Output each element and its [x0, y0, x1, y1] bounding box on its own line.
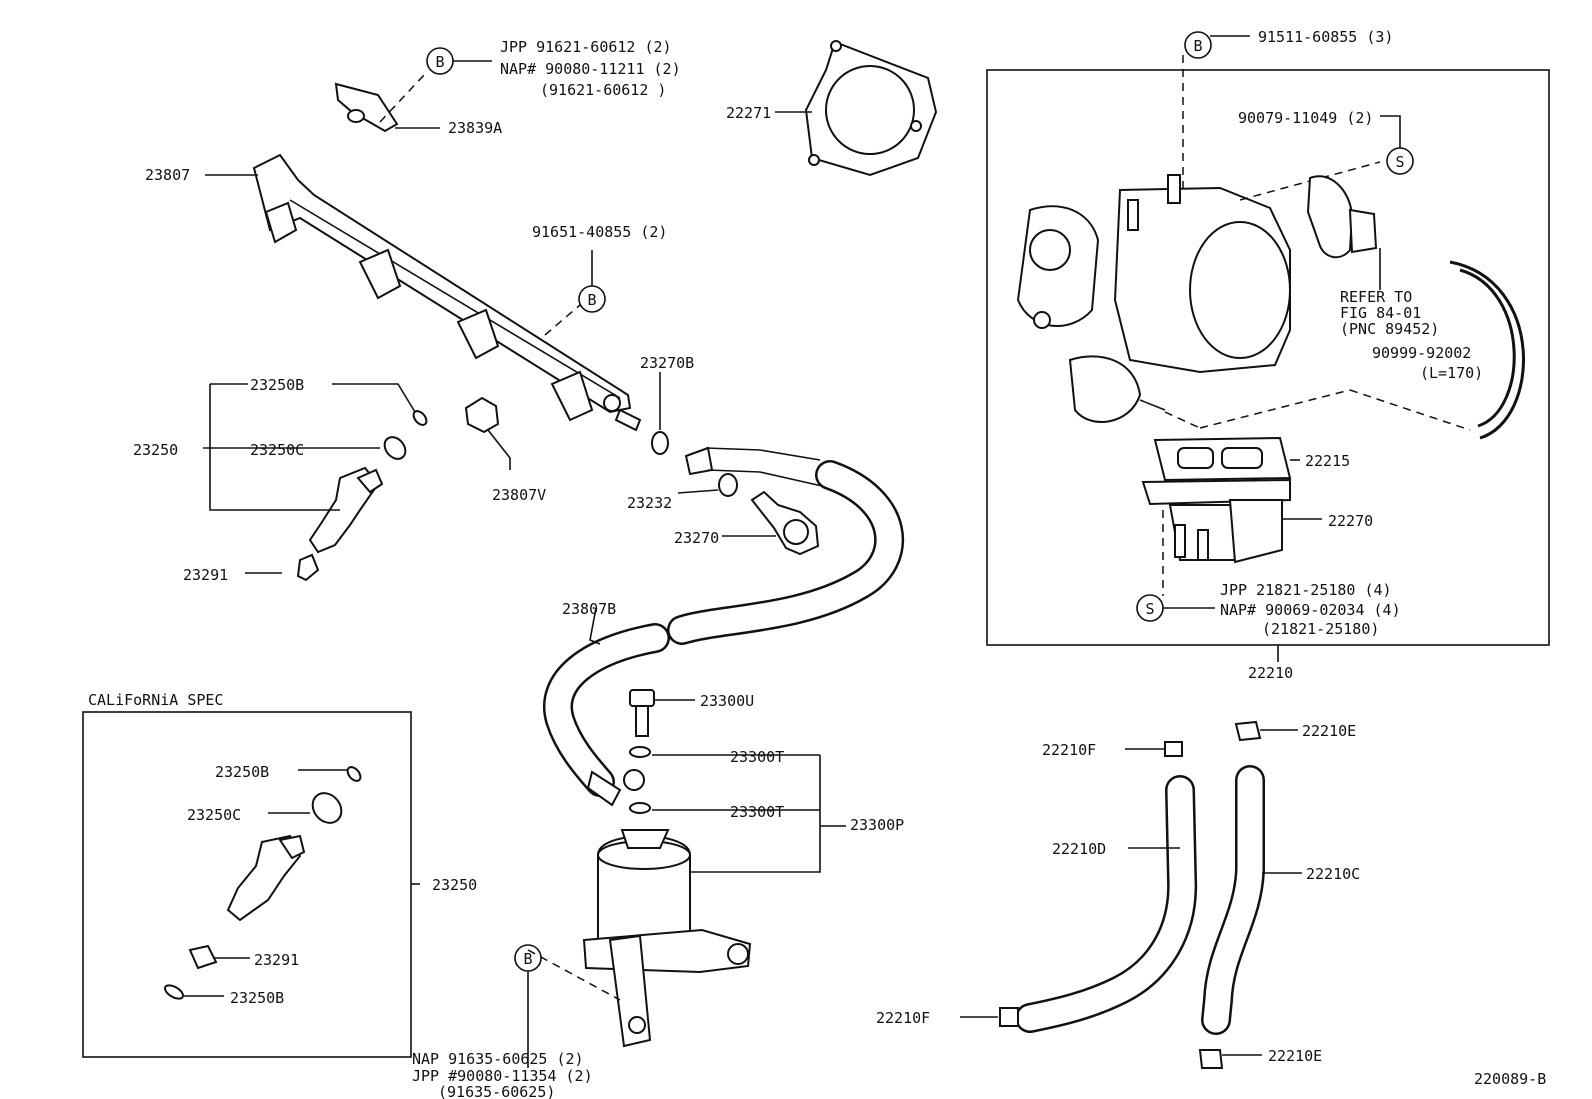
label-23300u: 23300U	[700, 692, 754, 710]
svg-text:S: S	[1145, 600, 1154, 618]
union-bolt-23300u	[629, 689, 655, 737]
label-b-bot-jpp: JPP #90080-11354 (2)	[412, 1067, 593, 1085]
label-23270b: 23270B	[640, 354, 694, 372]
callout-b-filter: B	[514, 944, 542, 972]
throttle-body-22210	[1016, 174, 1291, 423]
label-b-bot-nap: NAP 91635-60625 (2)	[412, 1050, 584, 1068]
gasket-23300t-lower	[629, 802, 651, 814]
label-23291-top: 23291	[183, 566, 228, 584]
label-b-top-nap: NAP# 90080-11211 (2)	[500, 60, 681, 78]
label-23250-top: 23250	[133, 441, 178, 459]
label-22210: 22210	[1248, 664, 1293, 682]
label-22210f-lower: 22210F	[876, 1009, 930, 1027]
label-22270: 22270	[1328, 512, 1373, 530]
label-91651: 91651-40855 (2)	[532, 223, 667, 241]
o-ring-23232	[718, 473, 738, 497]
label-refer-to: REFER TO	[1340, 288, 1412, 306]
label-s-jpp: JPP 21821-25180 (4)	[1220, 581, 1392, 599]
label-s-alt: (21821-25180)	[1262, 620, 1379, 638]
label-90079: 90079-11049 (2)	[1238, 109, 1373, 127]
label-23250c-cal: 23250C	[187, 806, 241, 824]
label-b-top-jpp: JPP 91621-60612 (2)	[500, 38, 672, 56]
clip-22210f-upper	[1164, 741, 1183, 757]
gasket-22215	[1153, 436, 1292, 482]
svg-text:S: S	[1395, 153, 1404, 171]
injector-23250	[296, 410, 428, 582]
label-drawing-ref: 220089-B	[1474, 1070, 1546, 1088]
gasket-22271	[804, 40, 938, 177]
label-22215: 22215	[1305, 452, 1350, 470]
label-l170: (L=170)	[1420, 364, 1483, 382]
svg-text:B: B	[523, 950, 532, 968]
label-22271: 22271	[726, 104, 771, 122]
bracket-23839a	[334, 82, 399, 133]
fuel-delivery-pipe-23807	[252, 153, 642, 432]
gasket-23270b	[651, 431, 669, 455]
hose-22210d	[1015, 775, 1198, 1033]
svg-text:B: B	[587, 291, 596, 309]
label-s-nap: NAP# 90069-02034 (4)	[1220, 601, 1401, 619]
label-23807v: 23807V	[492, 486, 546, 504]
injector-23250-california	[163, 766, 362, 1000]
label-23250b-cal-2: 23250B	[230, 989, 284, 1007]
label-23250-cal: 23250	[432, 876, 477, 894]
label-90999: 90999-92002	[1372, 344, 1471, 362]
label-23250b-top: 23250B	[250, 376, 304, 394]
label-91511: 91511-60855 (3)	[1258, 28, 1393, 46]
label-23291-cal: 23291	[254, 951, 299, 969]
clip-22210e-lower	[1198, 1049, 1224, 1069]
gasket-23300t-upper	[629, 746, 651, 758]
label-23807b: 23807B	[562, 600, 616, 618]
label-23300t-upper: 23300T	[730, 748, 784, 766]
fuel-hose-23807b	[543, 446, 905, 807]
label-california-spec: CALiFoRNiA SPEC	[88, 691, 223, 709]
label-23232: 23232	[627, 494, 672, 512]
clip-22210e-upper	[1234, 720, 1262, 742]
label-refer-pnc: (PNC 89452)	[1340, 320, 1439, 338]
label-23300t-lower: 23300T	[730, 803, 784, 821]
label-22210c: 22210C	[1306, 865, 1360, 883]
label-22210d: 22210D	[1052, 840, 1106, 858]
label-23250c-top: 23250C	[250, 441, 304, 459]
callout-b-rail: B	[578, 285, 606, 313]
label-22210f-upper: 22210F	[1042, 741, 1096, 759]
fuel-hose-fitting-23270	[750, 490, 820, 556]
clip-22210f-lower	[999, 1007, 1019, 1027]
label-23839a: 23839A	[448, 119, 502, 137]
insulator-23807v	[464, 396, 500, 434]
svg-text:B: B	[435, 53, 444, 71]
idle-air-control-valve-22270	[1141, 478, 1291, 564]
label-22210e-upper: 22210E	[1302, 722, 1356, 740]
label-23250b-cal-1: 23250B	[215, 763, 269, 781]
throttle-position-sensor	[1306, 175, 1378, 259]
callout-b-throttle: B	[1184, 31, 1212, 59]
callout-s-sensor: S	[1386, 147, 1414, 175]
hose-22210c	[1201, 765, 1265, 1035]
label-23270: 23270	[674, 529, 719, 547]
label-23807: 23807	[145, 166, 190, 184]
hose-90999-92002	[1449, 260, 1525, 440]
callout-b-top: B	[426, 47, 454, 75]
callout-s-isc: S	[1136, 594, 1164, 622]
fuel-filter-23300p	[582, 829, 752, 1048]
svg-text:B: B	[1193, 37, 1202, 55]
label-refer-fig: FIG 84-01	[1340, 304, 1421, 322]
label-22210e-lower: 22210E	[1268, 1047, 1322, 1065]
throttle-body-assembly-box	[986, 69, 1550, 646]
label-b-bot-alt: (91635-60625)	[438, 1083, 555, 1099]
label-23300p: 23300P	[850, 816, 904, 834]
label-b-top-alt: (91621-60612 )	[540, 81, 666, 99]
